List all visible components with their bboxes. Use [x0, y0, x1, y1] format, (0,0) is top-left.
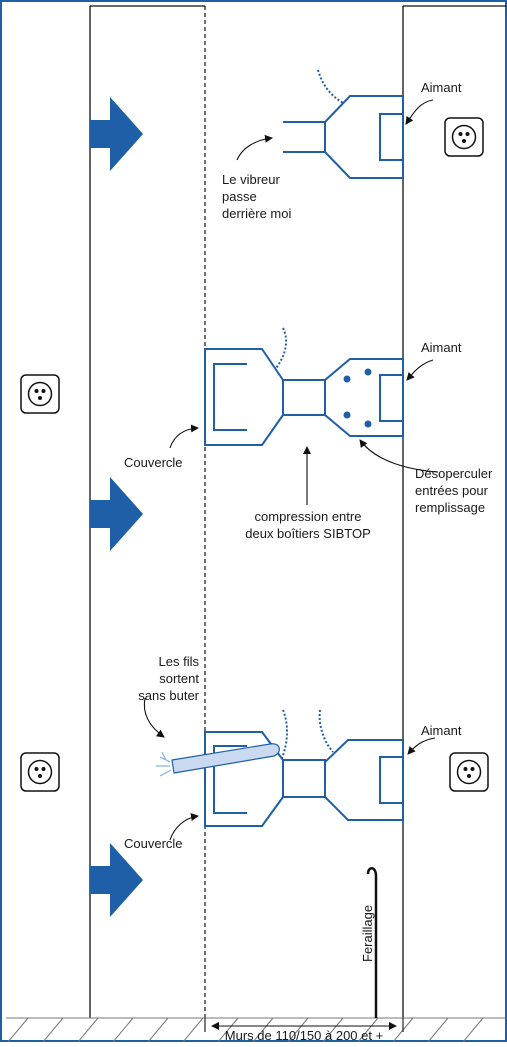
magnet-icon	[379, 374, 404, 422]
label-compression-line2: deux boîtiers SIBTOP	[245, 526, 371, 541]
corrugated-conduit-icon	[275, 327, 288, 369]
fill-entry-dots	[343, 368, 372, 428]
label-desoperculer-line2: entrées pour	[415, 483, 489, 498]
label-murs: Murs de 110/150 à 200 et +	[225, 1028, 383, 1042]
socket-icon	[20, 374, 60, 414]
coupling-sleeve	[282, 759, 326, 798]
magnet-icon	[379, 113, 404, 161]
label-couvercle-1: Couvercle	[124, 455, 183, 470]
sibtop-box-1	[283, 69, 404, 179]
socket-icon	[444, 117, 484, 157]
label-couvercle-2: Couvercle	[124, 836, 183, 851]
label-aimant-2: Aimant	[421, 340, 462, 355]
box-body	[324, 739, 404, 821]
sibtop-box-3	[156, 709, 404, 827]
socket-icon	[449, 752, 489, 792]
magnet-icon	[379, 756, 404, 804]
label-fils-line1: Les fils	[159, 654, 200, 669]
wire-spark-icon	[156, 751, 172, 777]
box-body	[324, 95, 404, 179]
label-vibreur-line3: derrière moi	[222, 206, 291, 221]
lid-bracket	[213, 745, 247, 814]
label-desoperculer-line3: remplissage	[415, 500, 485, 515]
corrugated-conduit-icon	[317, 69, 346, 105]
label-aimant-1: Aimant	[421, 80, 462, 95]
label-compression-line1: compression entre	[255, 509, 362, 524]
label-vibreur-line1: Le vibreur	[222, 172, 280, 187]
labels: Aimant Le vibreur passe derrière moi Aim…	[124, 80, 493, 1043]
corrugated-conduit-icon	[318, 709, 334, 753]
socket-icon	[20, 752, 60, 792]
label-aimant-3: Aimant	[421, 723, 462, 738]
label-feraillage: Feraillage	[360, 905, 375, 962]
right-arrow-icon	[90, 477, 143, 551]
label-fils-line2: sortent	[159, 671, 199, 686]
label-fils-line3: sans buter	[138, 688, 199, 703]
wire-sheath	[171, 743, 280, 774]
sibtop-box-2	[204, 327, 404, 446]
box-body	[324, 358, 404, 437]
coupling-sleeve	[282, 379, 326, 416]
right-arrow-icon	[90, 843, 143, 917]
rebar-hook-icon	[366, 867, 378, 1018]
right-arrow-icon	[90, 97, 143, 171]
label-vibreur-line2: passe	[222, 189, 257, 204]
label-desoperculer-line1: Désoperculer	[415, 466, 493, 481]
right-arrows	[90, 97, 143, 917]
leaders	[143, 99, 439, 1032]
lid-bracket	[213, 363, 247, 431]
corrugated-conduit-icon	[281, 709, 288, 759]
